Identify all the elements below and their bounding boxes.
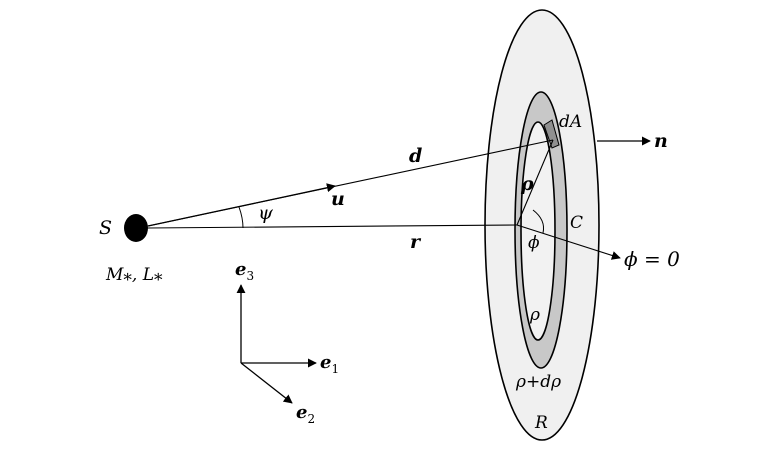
label-inner-rho: ρ [529, 305, 540, 325]
label-e2: e2 [296, 402, 315, 426]
source-mass-luminosity: M⁎, L⁎ [105, 265, 163, 285]
source-star [124, 214, 148, 242]
source-label: S [99, 217, 112, 239]
label-e1: e1 [320, 352, 339, 376]
label-d: d [409, 145, 422, 167]
unit-vector-u [147, 183, 336, 227]
label-R: R [534, 413, 548, 433]
label-dA: dA [559, 112, 582, 132]
label-u: u [331, 188, 345, 210]
label-e3: e3 [235, 259, 254, 283]
label-phi: ϕ [528, 233, 540, 253]
label-phi-zero: ϕ = 0 [624, 247, 680, 271]
axis-e2 [240, 362, 293, 404]
label-C: C [570, 213, 583, 233]
label-rho-vector: ρ [520, 173, 534, 195]
label-psi: ψ [258, 202, 274, 224]
label-r: r [410, 231, 422, 253]
psi-angle-arc [238, 206, 244, 229]
rho-vector [516, 139, 554, 226]
label-n: n [654, 130, 668, 152]
label-rho-plus-drho: ρ+dρ [515, 372, 561, 392]
vector-r-line [147, 224, 518, 229]
phi-angle-arc [532, 209, 544, 234]
phi-zero-direction [516, 224, 621, 260]
annulus-inner-edge [520, 121, 556, 341]
